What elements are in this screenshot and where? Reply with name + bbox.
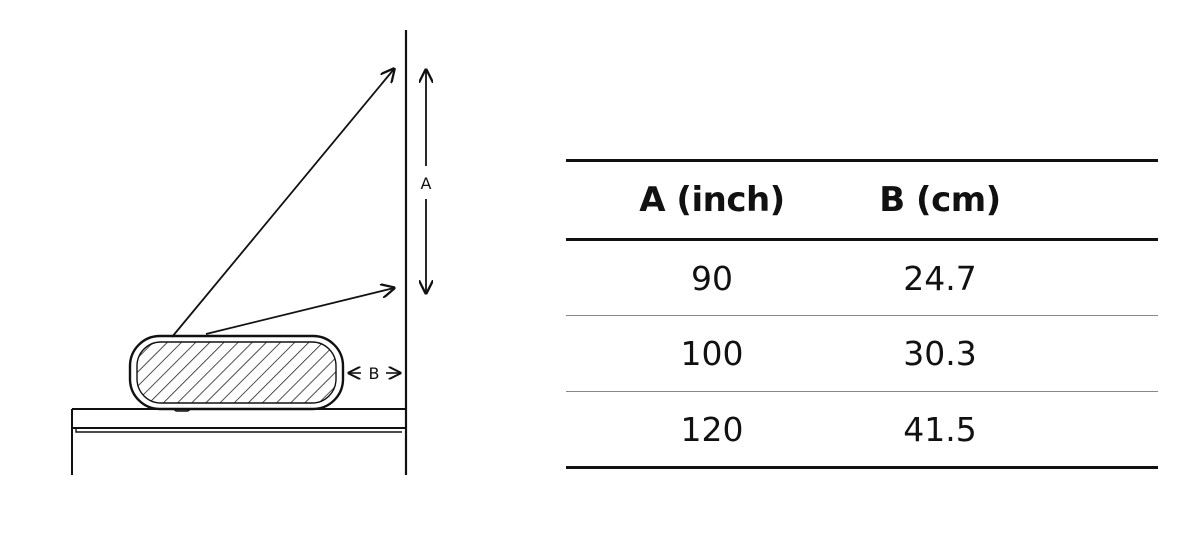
cell-spacer	[1022, 315, 1158, 392]
table-row: 90 24.7	[566, 239, 1158, 316]
cell-a: 120	[566, 391, 858, 469]
header-a-inch: A (inch)	[566, 159, 858, 241]
projection-beam-lower	[205, 288, 394, 335]
cell-spacer	[1022, 239, 1158, 316]
header-spacer	[1022, 159, 1158, 241]
dimension-a: A	[421, 70, 432, 293]
throw-distance-table: A (inch) B (cm) 90 24.7 100 30.3 120 41.…	[566, 159, 1158, 469]
dimension-a-label: A	[421, 174, 432, 193]
projection-beam-upper	[171, 69, 394, 338]
projector-placement-diagram: A B	[71, 30, 560, 475]
projector	[128, 334, 345, 412]
dimension-b-label: B	[369, 364, 380, 383]
cell-spacer	[1022, 391, 1158, 469]
cell-b: 30.3	[858, 315, 1022, 392]
cell-a: 100	[566, 315, 858, 392]
header-b-cm: B (cm)	[858, 159, 1022, 241]
table-header-row: A (inch) B (cm)	[566, 159, 1158, 241]
table-row: 120 41.5	[566, 391, 1158, 469]
cell-b: 41.5	[858, 391, 1022, 469]
dimension-b: B	[349, 364, 400, 383]
table-row: 100 30.3	[566, 315, 1158, 392]
shelf	[71, 408, 406, 475]
cell-b: 24.7	[858, 239, 1022, 316]
cell-a: 90	[566, 239, 858, 316]
